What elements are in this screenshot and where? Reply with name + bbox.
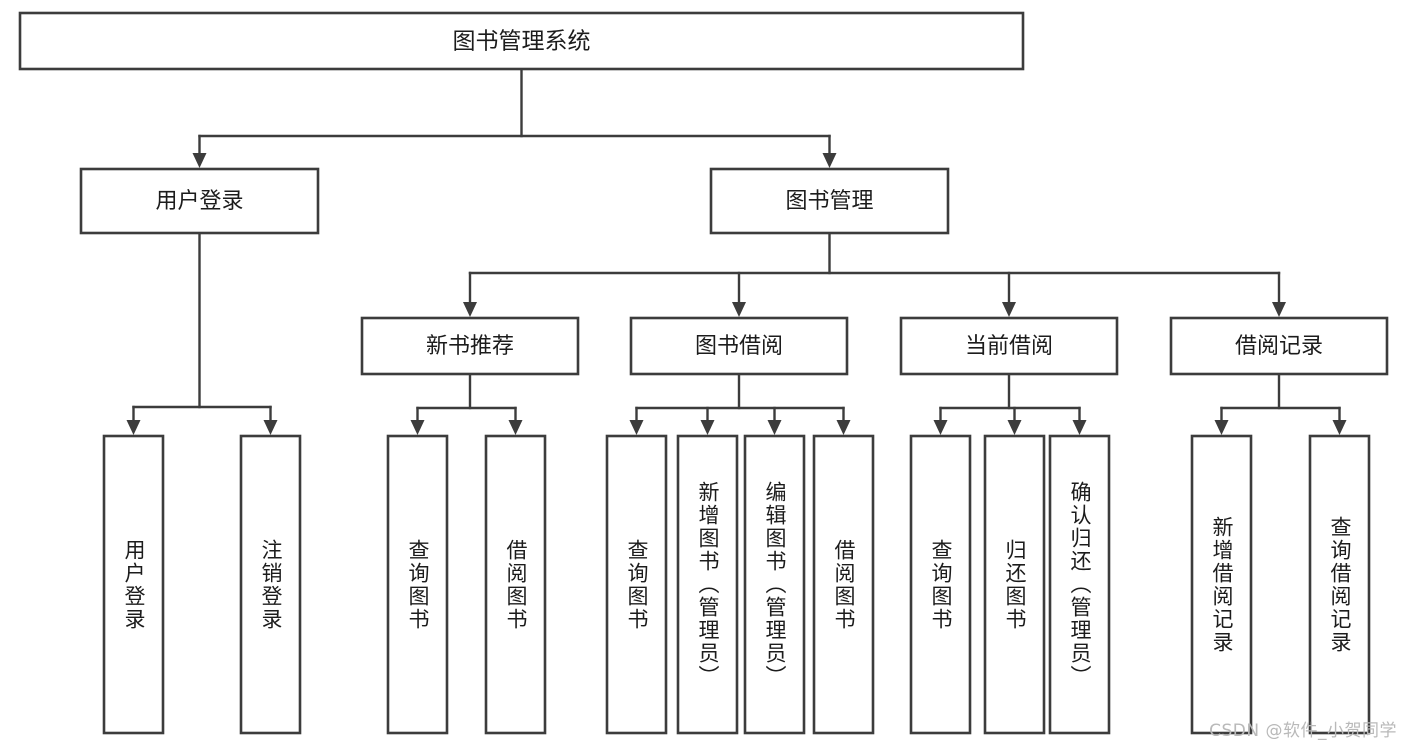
node-box-root[interactable] xyxy=(18,11,1025,71)
leaf-box-leaf-edit-book[interactable] xyxy=(743,434,806,735)
node-box-book-manage[interactable] xyxy=(709,167,950,235)
node-box-current-borrow[interactable] xyxy=(899,316,1119,376)
arrowhead-icon xyxy=(1007,420,1022,435)
arrowhead-icon xyxy=(508,420,523,435)
arrowhead-icon xyxy=(410,420,425,435)
connector-layer xyxy=(126,67,1347,435)
leaf-box-leaf-query-book-1[interactable] xyxy=(386,434,449,735)
node-box-user-login[interactable] xyxy=(79,167,320,235)
arrowhead-icon xyxy=(1332,420,1347,435)
node-label-borrow-record: 借阅记录 xyxy=(1235,334,1323,359)
arrowhead-icon xyxy=(933,420,948,435)
leaf-box-leaf-logout[interactable] xyxy=(239,434,302,735)
leaf-box-leaf-return-book[interactable] xyxy=(983,434,1046,735)
node-label-book-borrow: 图书借阅 xyxy=(695,334,783,359)
leaf-box-leaf-add-book[interactable] xyxy=(676,434,739,735)
arrowhead-icon xyxy=(767,420,782,435)
arrowhead-icon xyxy=(629,420,644,435)
leaf-box-leaf-query-record[interactable] xyxy=(1308,434,1371,735)
box-layer xyxy=(18,11,1389,735)
arrowhead-icon xyxy=(700,420,715,435)
leaf-box-leaf-borrow-book-1[interactable] xyxy=(484,434,547,735)
leaf-box-leaf-add-record[interactable] xyxy=(1190,434,1253,735)
node-label-book-manage: 图书管理 xyxy=(785,189,873,214)
arrowhead-icon xyxy=(822,153,837,168)
leaf-box-leaf-query-book-3[interactable] xyxy=(909,434,972,735)
node-box-book-borrow[interactable] xyxy=(629,316,849,376)
arrowhead-icon xyxy=(836,420,851,435)
leaf-box-leaf-confirm-return[interactable] xyxy=(1048,434,1111,735)
node-label-current-borrow: 当前借阅 xyxy=(965,334,1053,359)
node-box-borrow-record[interactable] xyxy=(1169,316,1389,376)
leaf-box-leaf-user-login[interactable] xyxy=(102,434,165,735)
arrowhead-icon xyxy=(1272,302,1286,317)
watermark-text: CSDN @软件_小贺同学 xyxy=(1209,721,1397,741)
leaf-box-leaf-borrow-book-2[interactable] xyxy=(812,434,875,735)
arrowhead-icon xyxy=(463,302,477,317)
node-label-root: 图书管理系统 xyxy=(453,29,591,55)
arrowhead-icon xyxy=(126,420,141,435)
arrowhead-icon xyxy=(1214,420,1229,435)
node-label-user-login: 用户登录 xyxy=(155,189,243,214)
arrowhead-icon xyxy=(1072,420,1087,435)
node-label-new-book-rec: 新书推荐 xyxy=(426,334,514,359)
arrowhead-icon xyxy=(732,302,746,317)
arrowhead-icon xyxy=(192,153,207,168)
arrowhead-icon xyxy=(263,420,278,435)
arrowhead-icon xyxy=(1002,302,1016,317)
node-box-new-book-rec[interactable] xyxy=(360,316,580,376)
leaf-box-leaf-query-book-2[interactable] xyxy=(605,434,668,735)
